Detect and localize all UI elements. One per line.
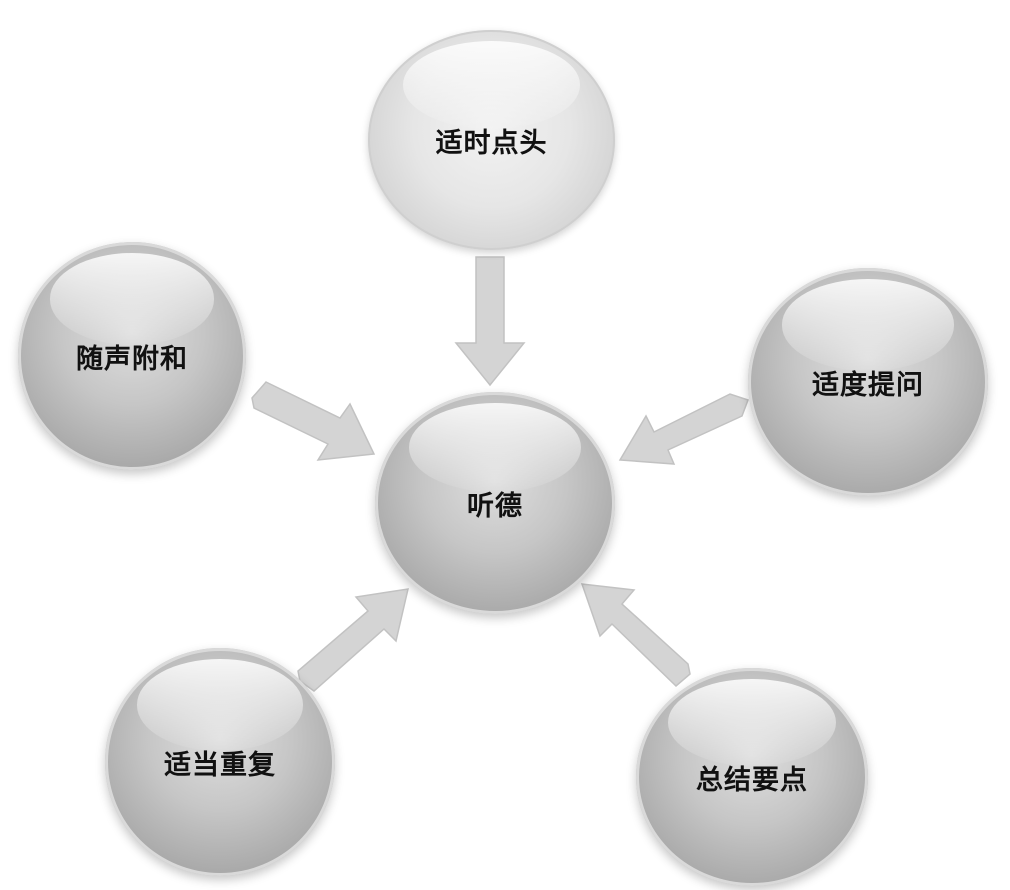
orb-gloss (137, 659, 303, 751)
node-bottom-left: 适当重复 (105, 648, 335, 876)
orb-gloss (668, 678, 836, 767)
arrow-bottom-left-to-center (297, 588, 409, 692)
orb-gloss (49, 253, 215, 345)
node-top: 适时点头 (368, 30, 615, 250)
node-label: 总结要点 (696, 764, 808, 796)
arrow-left-to-center (251, 381, 376, 461)
orb-gloss (402, 41, 581, 129)
node-label: 适度提问 (812, 369, 924, 401)
node-right: 适度提问 (748, 268, 988, 496)
node-left: 随声附和 (18, 242, 246, 470)
orb-gloss (781, 279, 955, 371)
arrow-right-to-center (618, 393, 749, 465)
node-label: 适时点头 (435, 127, 548, 159)
center-label: 听德 (467, 490, 523, 522)
node-center: 听德 (375, 392, 615, 614)
orb-gloss (408, 403, 582, 492)
node-label: 随声附和 (76, 343, 188, 375)
node-label: 适当重复 (164, 749, 276, 781)
node-bottom-right: 总结要点 (636, 668, 868, 886)
arrow-bottom-right-to-center (580, 583, 691, 688)
arrow-top-to-center (454, 256, 526, 387)
